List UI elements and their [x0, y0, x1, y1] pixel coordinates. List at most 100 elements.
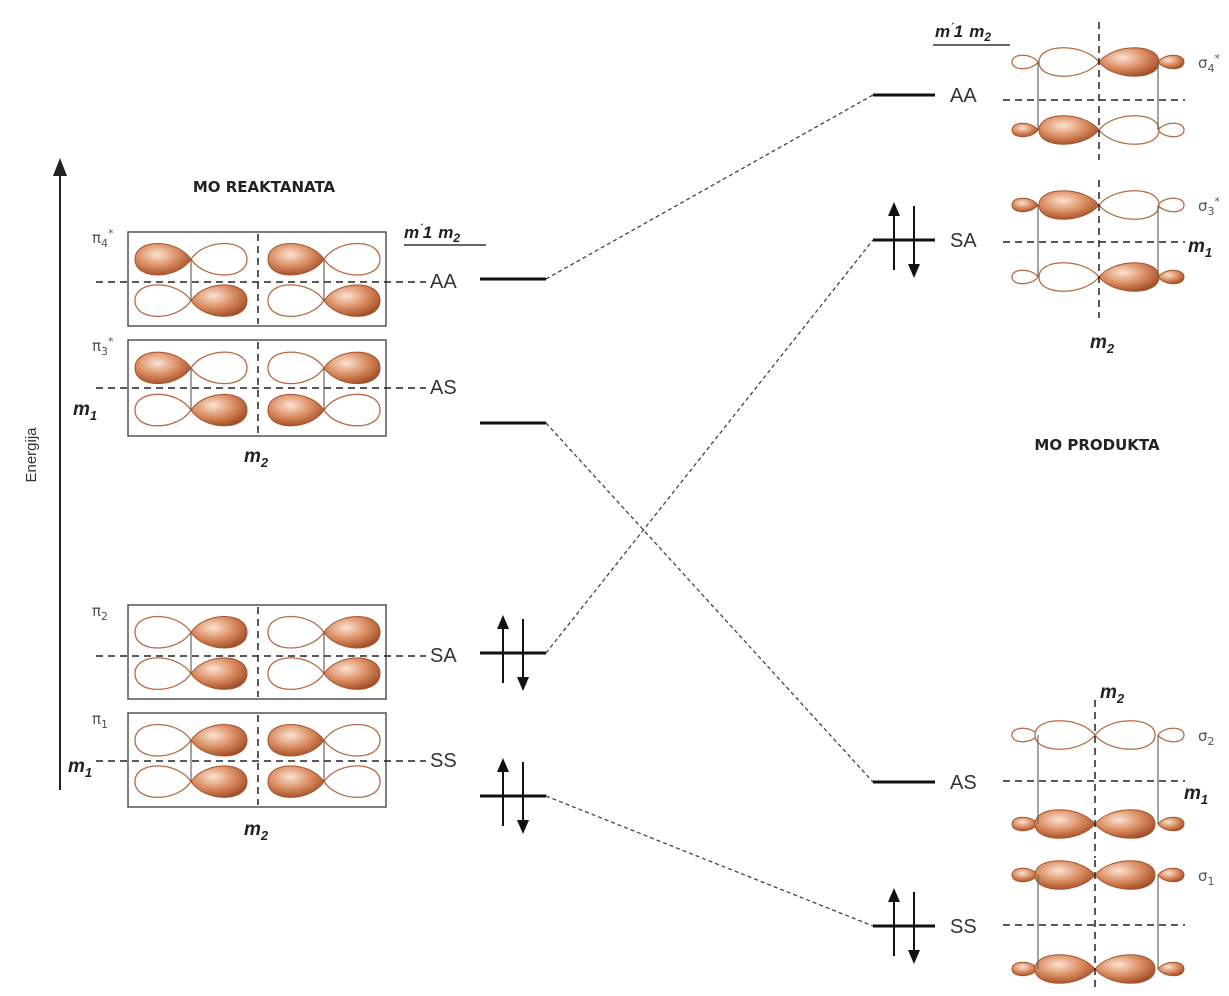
- reactant-m2-label: m2: [244, 446, 269, 470]
- orbital-lobe: [190, 724, 248, 757]
- orbital-lobe: [1011, 269, 1039, 285]
- orbital-lobe: [323, 284, 381, 317]
- orbital-lobe: [267, 657, 325, 691]
- orbital-lobe: [323, 765, 381, 799]
- energy-axis: Energija: [23, 158, 67, 790]
- energy-levels: AA SA AS SS: [480, 85, 977, 964]
- products-title: MO PRODUKTA: [1034, 436, 1160, 454]
- orbital-lobe: [134, 765, 192, 799]
- orbital-lobe: [190, 393, 248, 427]
- orbital-lobe: [1038, 190, 1100, 220]
- orbital-lobe: [190, 242, 248, 276]
- orbital-lobe: [1157, 727, 1185, 743]
- orbital-lobe: [323, 393, 381, 427]
- orbital-lobe: [1098, 262, 1160, 292]
- orbital-lobe: [1098, 190, 1160, 220]
- svg-text:m´1m2: m´1m2: [404, 223, 460, 245]
- orbital-lobe: [134, 657, 192, 691]
- product-m1-label: m1: [1188, 236, 1212, 260]
- orbital-lobe: [267, 393, 325, 427]
- reactant-mo-box: π3*AS: [92, 335, 457, 437]
- reactant-m1-label: m1: [68, 756, 92, 780]
- product-symmetry-label: AS: [950, 772, 977, 794]
- product-mo-group: σ4*: [1003, 22, 1221, 160]
- product-m1-label: m1: [1184, 783, 1208, 807]
- product-mo-name: σ4*: [1198, 52, 1221, 75]
- product-mo-name: σ2: [1198, 727, 1215, 748]
- product-symmetry-label: SA: [950, 230, 977, 252]
- orbital-lobe: [1157, 961, 1185, 977]
- orbital-lobe: [267, 724, 325, 757]
- orbital-lobe: [1098, 115, 1160, 145]
- reactant-m1-label: m1: [73, 399, 97, 423]
- orbital-lobe: [190, 284, 248, 317]
- orbital-lobe: [1034, 809, 1096, 839]
- reactant-mo-name: π2: [92, 602, 108, 623]
- reactant-mo-name: π1: [92, 710, 108, 731]
- orbital-lobe: [1038, 115, 1100, 145]
- svg-text:m´1m2: m´1m2: [935, 22, 991, 44]
- orbital-lobe: [323, 723, 381, 757]
- orbital-lobe: [1034, 860, 1096, 890]
- orbital-lobe: [1011, 867, 1039, 883]
- orbital-lobe: [323, 657, 381, 690]
- reactant-m2-label: m2: [244, 819, 269, 843]
- orbital-lobe: [267, 351, 325, 385]
- reactant-energy-level: [480, 615, 546, 691]
- orbital-lobe: [1157, 54, 1185, 70]
- reactant-energy-level: [480, 758, 546, 834]
- reactant-mo-name: π4*: [92, 227, 114, 250]
- correlation-line: [545, 239, 874, 654]
- orbital-lobe: [1094, 809, 1156, 839]
- product-energy-level: AS: [873, 772, 977, 794]
- orbital-lobe: [1157, 269, 1185, 285]
- orbital-lobe: [190, 657, 248, 690]
- orbital-lobe: [1094, 860, 1156, 890]
- product-symmetry-label: SS: [950, 916, 977, 938]
- orbital-lobe: [134, 393, 192, 427]
- orbital-lobe: [1094, 720, 1156, 750]
- orbital-lobe: [1157, 197, 1185, 213]
- orbital-lobe: [267, 284, 325, 318]
- reactant-mo-box: π4* AA: [92, 227, 457, 327]
- product-energy-level: SS: [873, 888, 977, 964]
- product-symmetry-label: AA: [950, 85, 977, 107]
- product-m2-label: m2: [1100, 682, 1125, 706]
- orbital-lobe: [267, 615, 325, 649]
- orbital-lobe: [1157, 816, 1185, 832]
- orbital-lobe: [1098, 47, 1160, 77]
- reactant-symmetry-label: AA: [430, 271, 457, 293]
- reactant-symmetry-label: SA: [430, 645, 457, 667]
- correlation-line: [545, 422, 874, 783]
- product-energy-level: AA: [873, 85, 977, 107]
- correlation-line: [545, 94, 874, 280]
- product-mo-group: σ2: [1003, 700, 1215, 858]
- orbital-lobe: [1011, 197, 1039, 213]
- product-m2-label: m2: [1090, 332, 1115, 356]
- orbital-lobe: [267, 765, 325, 798]
- orbital-lobe: [134, 723, 192, 757]
- orbital-lobe: [1011, 727, 1039, 743]
- orbital-lobe: [1011, 122, 1039, 138]
- product-mo-name: σ1: [1198, 867, 1215, 888]
- orbital-lobe: [1038, 47, 1100, 77]
- orbital-lobe: [1094, 954, 1156, 984]
- orbital-lobe: [1034, 720, 1096, 750]
- orbital-lobe: [134, 615, 192, 649]
- reactants-title: MO REAKTANATA: [193, 178, 336, 196]
- orbital-lobe: [190, 351, 248, 385]
- orbital-lobe: [1157, 867, 1185, 883]
- orbital-lobe: [134, 243, 192, 276]
- orbital-lobe: [190, 765, 248, 798]
- energy-axis-label: Energija: [23, 427, 40, 483]
- orbital-lobe: [1011, 816, 1039, 832]
- reactant-symmetry-label: AS: [430, 377, 457, 399]
- correlation-line: [545, 795, 874, 927]
